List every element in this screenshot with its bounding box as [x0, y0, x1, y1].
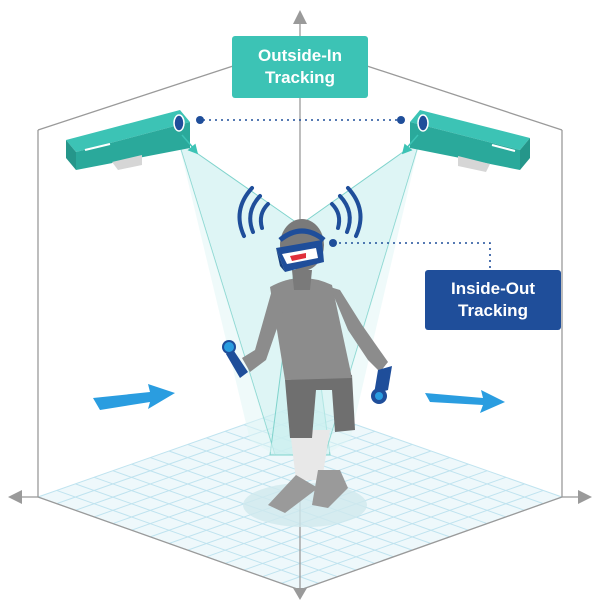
frame-arrowheads: [8, 10, 592, 600]
outside-in-line2: Tracking: [265, 68, 335, 87]
sensor-right-icon: [410, 110, 530, 172]
controller-right-icon: [371, 366, 392, 404]
right-arrowhead-icon: [578, 490, 592, 504]
down-arrowhead-icon: [293, 588, 307, 600]
outside-in-line1: Outside-In: [257, 46, 343, 65]
beam-arrow-icon: [181, 134, 419, 155]
signal-waves-icon: [237, 186, 363, 238]
floor-grid-line: [262, 483, 525, 578]
inside-out-line1: Inside-Out: [450, 279, 536, 298]
floor-grid-line: [281, 489, 544, 584]
inside-out-line2: Tracking: [458, 301, 528, 320]
floor-grid-line: [243, 476, 507, 571]
left-arrowhead-icon: [8, 490, 22, 504]
inside-out-tracking-label: Inside-Out Tracking: [425, 270, 561, 330]
up-arrowhead-icon: [293, 10, 307, 24]
person-figure: [242, 219, 388, 513]
connector-lines: [203, 119, 491, 270]
direction-arrow-icon: [93, 384, 505, 413]
sensor-left-icon: [66, 110, 190, 170]
controller-left-icon: [222, 340, 248, 378]
vr-headset-icon: [276, 240, 324, 272]
connector-dots: [196, 116, 405, 247]
outside-in-tracking-label: Outside-In Tracking: [232, 36, 368, 98]
